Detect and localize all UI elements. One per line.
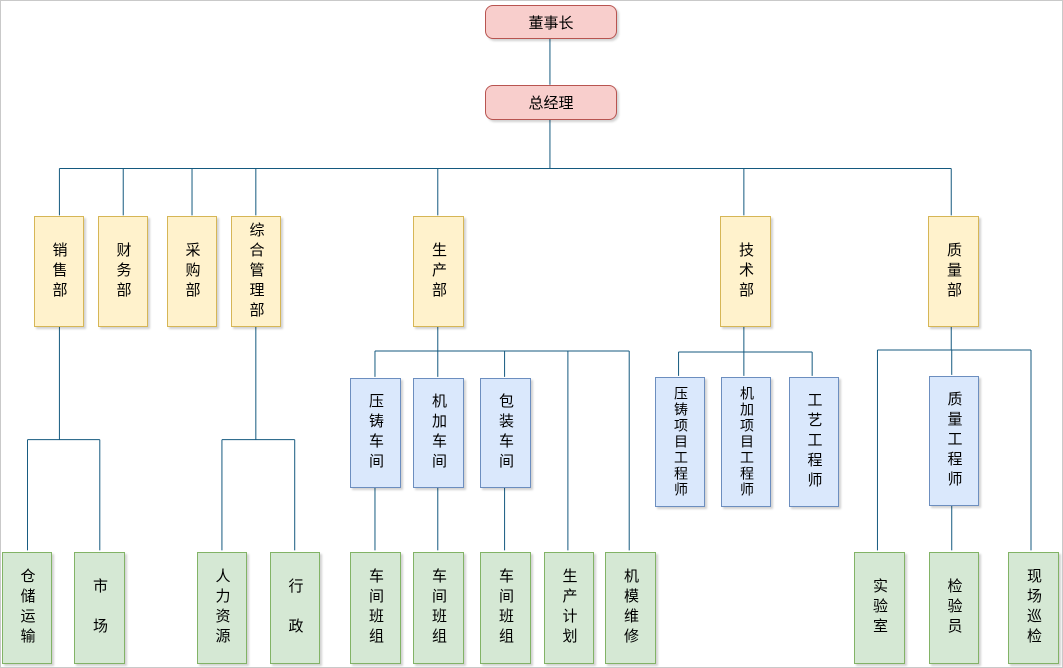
node-quality-dept[interactable]: 质量部 [928, 216, 979, 327]
workshop-team-3-label: 车间班组 [497, 568, 515, 648]
technology-dept-label: 技术部 [737, 241, 755, 302]
machining-workshop-label: 机加车间 [430, 393, 448, 473]
purchasing-dept-label: 采购部 [183, 241, 202, 302]
node-mold-maintenance[interactable]: 机模维修 [605, 552, 656, 664]
node-machining-workshop[interactable]: 机加车间 [413, 378, 464, 488]
chairman-label: 董事长 [528, 13, 574, 32]
general-manager-label: 总经理 [528, 94, 574, 112]
administration-label: 行 政 [286, 578, 305, 638]
human-resources-label: 人力资源 [213, 568, 232, 648]
node-purchasing-dept[interactable]: 采购部 [167, 216, 217, 327]
general-management-dept-label: 综合管理部 [247, 221, 266, 322]
inspector-label: 检验员 [945, 578, 964, 638]
node-general-management-dept[interactable]: 综合管理部 [231, 216, 281, 327]
node-workshop-team-2[interactable]: 车间班组 [413, 552, 464, 664]
diecasting-workshop-label: 压铸车间 [367, 393, 385, 473]
node-production-planning[interactable]: 生产计划 [544, 552, 594, 664]
node-laboratory[interactable]: 实验室 [854, 552, 905, 664]
node-workshop-team-3[interactable]: 车间班组 [480, 552, 531, 664]
node-chairman[interactable]: 董事长 [485, 5, 617, 39]
quality-engineer-label: 质量工程师 [945, 391, 964, 491]
node-diecasting-workshop[interactable]: 压铸车间 [350, 378, 401, 488]
node-quality-engineer[interactable]: 质量工程师 [929, 376, 979, 506]
warehouse-logistics-label: 仓储运输 [18, 568, 37, 648]
node-process-engineer[interactable]: 工艺工程师 [789, 377, 839, 507]
node-technology-dept[interactable]: 技术部 [720, 216, 771, 327]
node-human-resources[interactable]: 人力资源 [197, 552, 247, 664]
market-label: 市 场 [91, 578, 109, 638]
production-planning-label: 生产计划 [560, 568, 579, 648]
workshop-team-1-label: 车间班组 [367, 568, 385, 648]
packaging-workshop-label: 包装车间 [497, 393, 515, 473]
node-administration[interactable]: 行 政 [270, 552, 320, 664]
laboratory-label: 实验室 [871, 578, 889, 638]
process-engineer-label: 工艺工程师 [805, 392, 824, 492]
node-inspector[interactable]: 检验员 [929, 552, 979, 664]
onsite-patrol-inspection-label: 现场巡检 [1025, 568, 1043, 648]
sales-dept-label: 销售部 [50, 241, 69, 302]
quality-dept-label: 质量部 [945, 241, 963, 302]
node-production-dept[interactable]: 生产部 [413, 216, 464, 327]
node-packaging-workshop[interactable]: 包装车间 [480, 378, 531, 488]
machining-project-engineer-label: 机加项目工程师 [738, 386, 754, 498]
workshop-team-2-label: 车间班组 [430, 568, 448, 648]
node-machining-project-engineer[interactable]: 机加项目工程师 [721, 377, 771, 507]
node-workshop-team-1[interactable]: 车间班组 [350, 552, 401, 664]
node-onsite-patrol-inspection[interactable]: 现场巡检 [1008, 552, 1059, 664]
node-general-manager[interactable]: 总经理 [485, 85, 617, 120]
finance-dept-label: 财务部 [114, 241, 133, 302]
node-sales-dept[interactable]: 销售部 [34, 216, 84, 327]
diecasting-project-engineer-label: 压铸项目工程师 [672, 386, 688, 498]
node-warehouse-logistics[interactable]: 仓储运输 [2, 552, 52, 664]
mold-maintenance-label: 机模维修 [622, 568, 640, 648]
node-diecasting-project-engineer[interactable]: 压铸项目工程师 [655, 377, 705, 507]
node-finance-dept[interactable]: 财务部 [98, 216, 148, 327]
node-market[interactable]: 市 场 [74, 552, 125, 664]
production-dept-label: 生产部 [430, 241, 448, 302]
